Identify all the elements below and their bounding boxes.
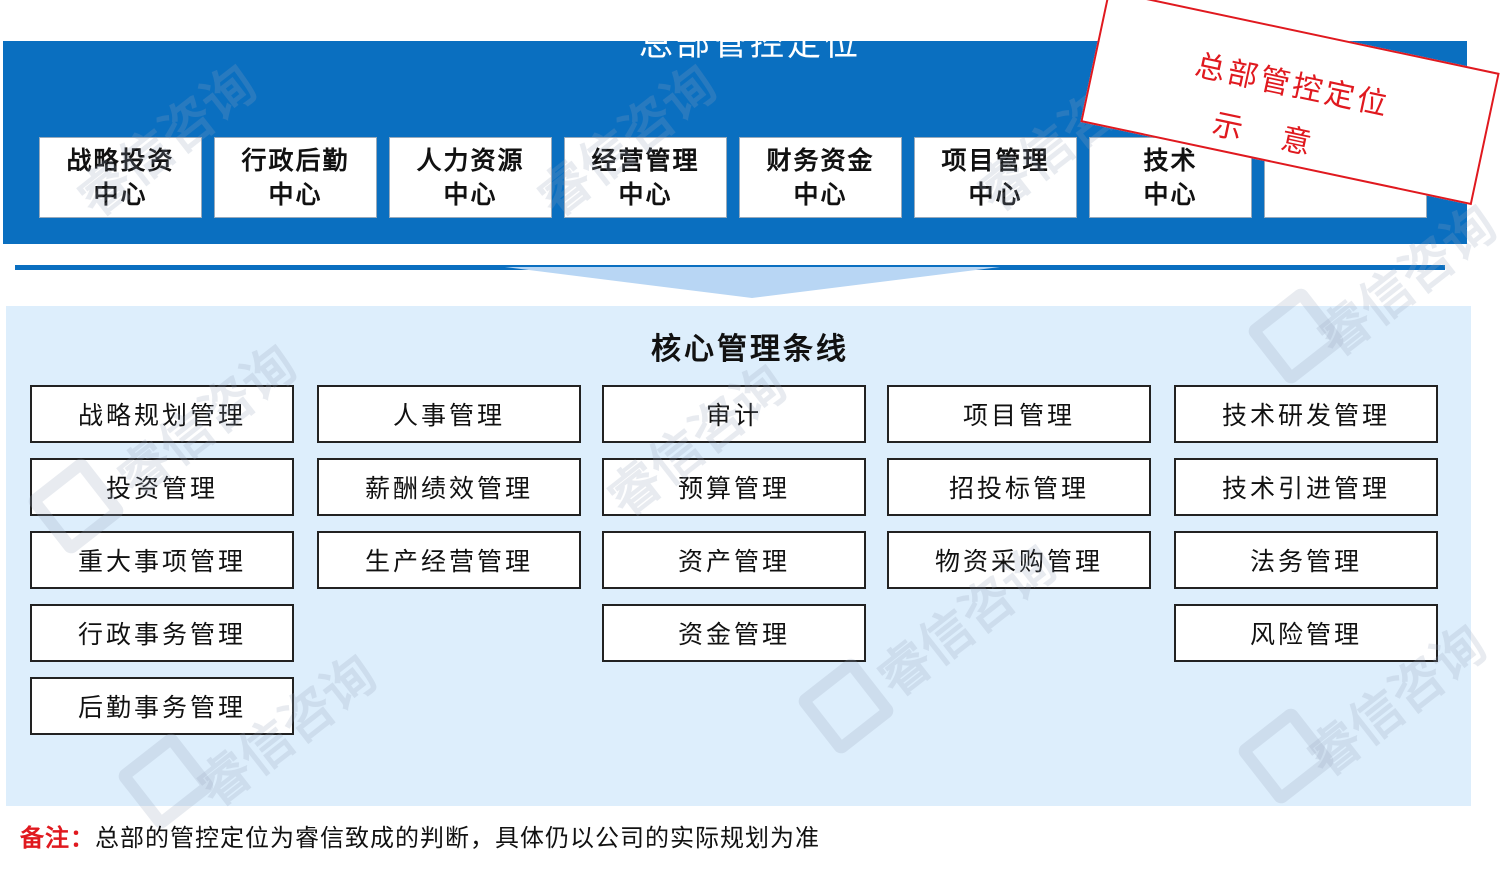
core-item-box: 人事管理 (317, 385, 581, 443)
center-suffix: 中心 (618, 179, 673, 209)
core-item-box: 风险管理 (1174, 604, 1438, 662)
center-name: 经营管理 (591, 145, 700, 175)
core-item-box: 行政事务管理 (30, 604, 294, 662)
core-item-box: 项目管理 (887, 385, 1151, 443)
center-suffix: 中心 (93, 179, 148, 209)
center-suffix: 中心 (793, 179, 848, 209)
center-suffix: 中心 (968, 179, 1023, 209)
center-name: 项目管理 (941, 145, 1050, 175)
core-item-box: 投资管理 (30, 458, 294, 516)
down-arrow-icon (505, 267, 1000, 298)
center-box: 行政后勤中心 (214, 137, 377, 218)
core-item-box: 招投标管理 (887, 458, 1151, 516)
core-item-box: 资产管理 (602, 531, 866, 589)
center-suffix: 中心 (268, 179, 323, 209)
center-suffix: 中心 (443, 179, 498, 209)
center-box: 财务资金中心 (739, 137, 902, 218)
core-item-box: 后勤事务管理 (30, 677, 294, 735)
core-item-box: 战略规划管理 (30, 385, 294, 443)
center-name: 技术 (1143, 145, 1198, 175)
core-item-box: 法务管理 (1174, 531, 1438, 589)
center-name: 行政后勤 (241, 145, 350, 175)
center-box: 人力资源中心 (389, 137, 552, 218)
core-item-box: 审计 (602, 385, 866, 443)
center-box: 战略投资中心 (39, 137, 202, 218)
center-name: 战略投资 (66, 145, 175, 175)
core-item-box: 技术研发管理 (1174, 385, 1438, 443)
footnote-label: 备注： (20, 823, 95, 852)
center-box: 项目管理中心 (914, 137, 1077, 218)
core-item-box: 技术引进管理 (1174, 458, 1438, 516)
center-name: 财务资金 (766, 145, 875, 175)
core-item-box: 预算管理 (602, 458, 866, 516)
core-item-box: 薪酬绩效管理 (317, 458, 581, 516)
center-suffix: 中心 (1143, 179, 1198, 209)
core-item-box: 物资采购管理 (887, 531, 1151, 589)
core-item-box: 生产经营管理 (317, 531, 581, 589)
core-item-box: 资金管理 (602, 604, 866, 662)
center-box: 经营管理中心 (564, 137, 727, 218)
footnote: 备注：总部的管控定位为睿信致成的判断，具体仍以公司的实际规划为准 (20, 822, 820, 854)
header-title: 总部管控定位 (639, 24, 861, 64)
footnote-text: 总部的管控定位为睿信致成的判断，具体仍以公司的实际规划为准 (95, 824, 820, 852)
core-title: 核心管理条线 (651, 332, 849, 367)
center-name: 人力资源 (416, 145, 525, 175)
core-item-box: 重大事项管理 (30, 531, 294, 589)
arrow-shape (505, 267, 1000, 298)
